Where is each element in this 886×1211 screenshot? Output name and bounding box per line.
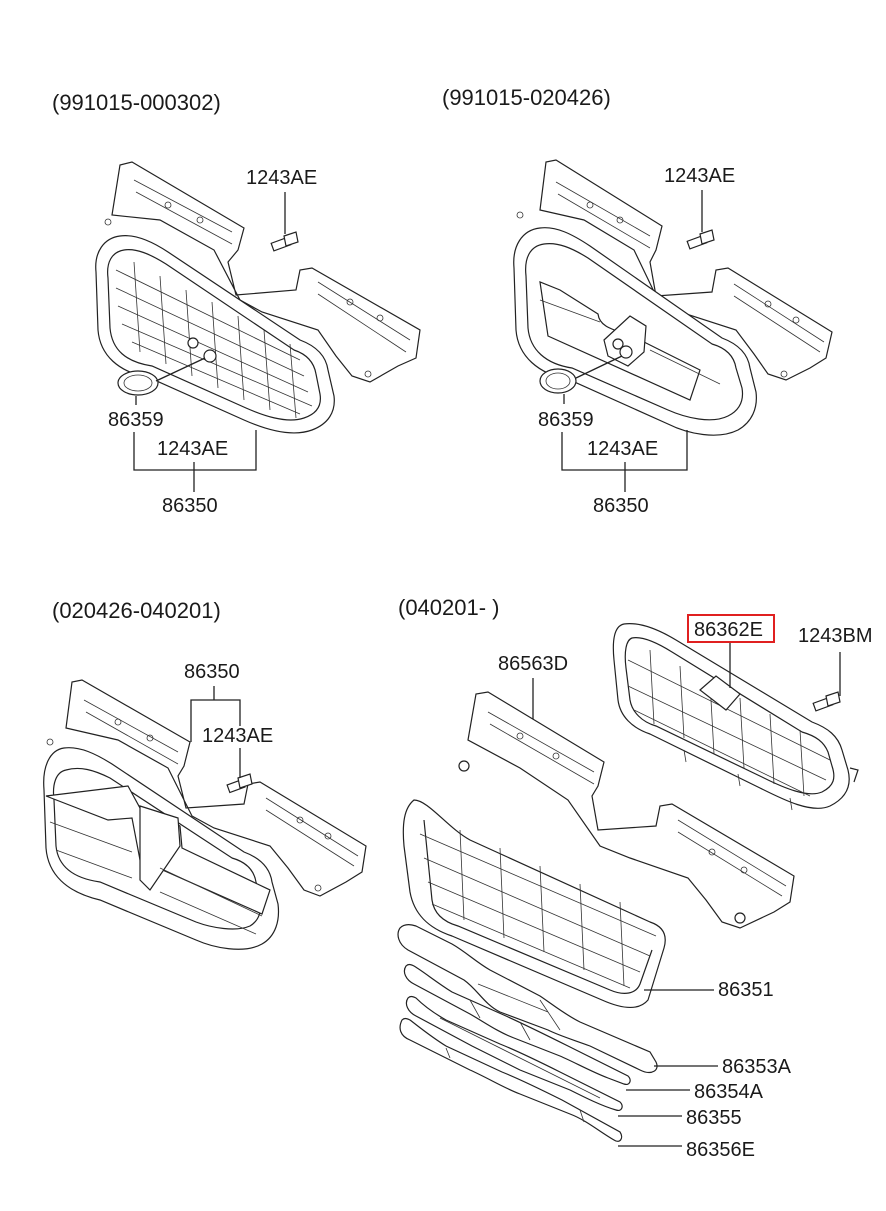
section-1: (991015-000302) 1243AE 86359 1243AE xyxy=(52,90,421,517)
honeycomb-insert xyxy=(612,623,850,809)
section-1-period: (991015-000302) xyxy=(52,90,221,115)
grille-frame-86351 xyxy=(402,799,666,1009)
screw-1243AE xyxy=(226,773,253,794)
label-86350: 86350 xyxy=(593,495,649,517)
molding-86356E xyxy=(399,1017,623,1142)
molding-86354A xyxy=(403,963,631,1085)
emblem xyxy=(539,368,577,394)
label-1243AE: 1243AE xyxy=(202,725,273,747)
label-86356E: 86356E xyxy=(686,1139,755,1161)
label-86359: 86359 xyxy=(108,409,164,431)
section-2: (991015-020426) 1243AE 86359 1243AE 8635… xyxy=(442,85,833,517)
highlight-box-86362E xyxy=(687,614,775,643)
label-86355: 86355 xyxy=(686,1107,742,1129)
grille-bracket xyxy=(111,161,421,383)
label-86350: 86350 xyxy=(162,495,218,517)
label-86353A: 86353A xyxy=(722,1056,792,1078)
label-1243AE-group: 1243AE xyxy=(587,438,658,460)
reinforcement-bracket xyxy=(467,691,795,929)
label-86362E: 86362E xyxy=(694,619,763,641)
label-1243BM: 1243BM xyxy=(798,625,873,647)
label-86351: 86351 xyxy=(718,979,774,1001)
label-1243AE-top: 1243AE xyxy=(246,167,317,189)
section-4: (040201- ) 86362E 1243BM 86563D xyxy=(397,595,873,1161)
label-1243AE-group: 1243AE xyxy=(157,438,228,460)
label-86354A: 86354A xyxy=(694,1081,764,1103)
screw-1243AE xyxy=(686,229,715,250)
section-2-period: (991015-020426) xyxy=(442,85,611,110)
section-4-period: (040201- ) xyxy=(398,595,500,620)
section-3: (020426-040201) 86350 1243AE xyxy=(43,598,367,950)
label-1243AE-top: 1243AE xyxy=(664,165,735,187)
screw-1243AE xyxy=(270,231,299,252)
label-86359: 86359 xyxy=(538,409,594,431)
label-86350: 86350 xyxy=(184,661,240,683)
section-3-period: (020426-040201) xyxy=(52,598,221,623)
grille-bracket xyxy=(65,679,367,897)
screw-1243BM xyxy=(812,691,841,712)
label-86563D: 86563D xyxy=(498,653,568,675)
molding-86353A xyxy=(397,924,658,1074)
